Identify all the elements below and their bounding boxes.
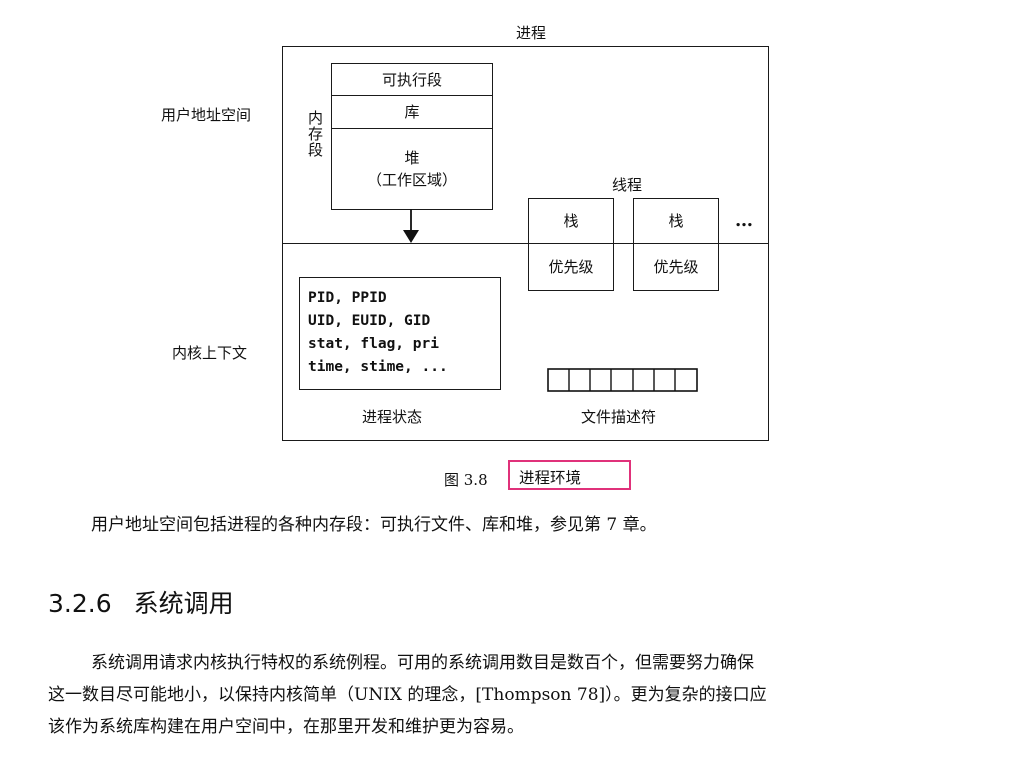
thread-2-stack: 栈 [634, 199, 718, 244]
paragraph-1: 用户地址空间包括进程的各种内存段：可执行文件、库和堆，参见第 7 章。 [91, 515, 657, 535]
process-state-label: 进程状态 [362, 408, 423, 426]
thread-1-priority: 优先级 [548, 258, 594, 276]
threads-label: 线程 [612, 176, 643, 194]
figure-caption-text: 进程环境 [519, 469, 582, 487]
threads-more-ellipsis: … [735, 210, 753, 231]
process-state-box: PID, PPID UID, EUID, GID stat, flag, pri… [299, 277, 501, 390]
segment-heap-subtitle: （工作区域） [366, 171, 457, 189]
segment-library: 库 [332, 96, 492, 129]
section-title: 系统调用 [133, 589, 234, 618]
thread-2-priority: 优先级 [653, 258, 699, 276]
memory-segments-box: 可执行段 库 堆 （工作区域） [331, 63, 493, 210]
section-heading: 3.2.6 系统调用 [48, 584, 234, 620]
kernel-context-label: 内核上下文 [172, 344, 248, 362]
thread-box-1: 栈 优先级 [528, 198, 614, 291]
thread-1-stack: 栈 [529, 199, 613, 244]
caption-highlight-box [508, 460, 631, 490]
process-state-field: UID, EUID, GID [308, 313, 431, 329]
file-descriptor-table [547, 368, 698, 392]
file-descriptors-label: 文件描述符 [581, 408, 657, 426]
user-kernel-divider [283, 243, 768, 244]
paragraph-2-line: 这一数目尽可能地小，以保持内核简单（UNIX 的理念，[Thompson 78]… [48, 685, 767, 705]
segment-executable: 可执行段 [332, 64, 492, 96]
heap-grow-arrow [403, 209, 419, 243]
thread-box-2: 栈 优先级 [633, 198, 719, 291]
process-state-field: time, stime, ... [308, 359, 448, 375]
section-number: 3.2.6 [48, 589, 112, 618]
process-label: 进程 [516, 24, 547, 42]
memory-segments-label: 内存段 [306, 110, 324, 158]
process-state-field: stat, flag, pri [308, 336, 439, 352]
segment-heap: 堆 （工作区域） [332, 129, 492, 209]
paragraph-2-line: 该作为系统库构建在用户空间中，在那里开发和维护更为容易。 [48, 717, 524, 737]
user-space-label: 用户地址空间 [161, 106, 252, 124]
figure-caption-number: 图 3.8 [444, 471, 488, 489]
segment-heap-title: 堆 [404, 149, 420, 167]
paragraph-2-line: 系统调用请求内核执行特权的系统例程。可用的系统调用数目是数百个，但需要努力确保 [91, 653, 754, 673]
paragraph-2: 系统调用请求内核执行特权的系统例程。可用的系统调用数目是数百个，但需要努力确保 … [48, 647, 767, 743]
process-state-field: PID, PPID [308, 290, 387, 306]
